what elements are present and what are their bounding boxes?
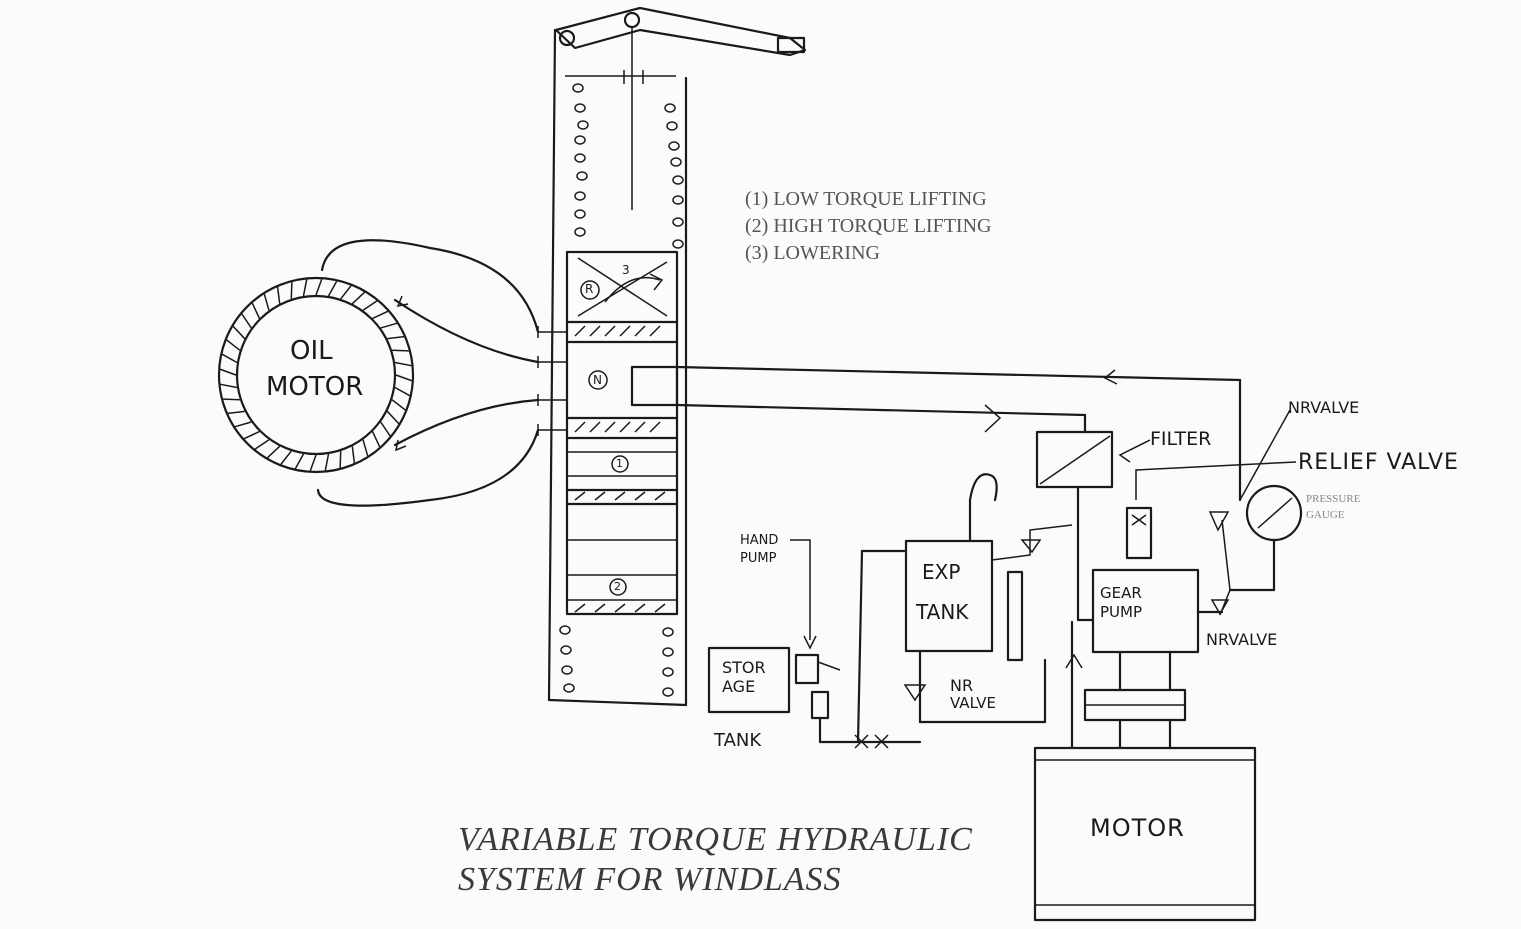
motor-tooth <box>351 446 356 464</box>
motor-pipes <box>316 239 566 507</box>
gear-pump-label-2: PUMP <box>1100 603 1143 621</box>
valve-position-3: 3 <box>622 263 630 277</box>
motor-tooth <box>371 431 381 448</box>
motor-tooth <box>392 349 409 352</box>
valve-column <box>547 28 688 707</box>
motor-tooth <box>266 445 281 459</box>
nr-valve-bottom-label-1: NR <box>950 676 974 695</box>
filter-unit <box>1035 430 1151 622</box>
hand-pump-label-1: HAND <box>740 533 779 548</box>
motor-tooth <box>227 410 245 415</box>
motor-tooth <box>223 398 240 401</box>
storage-label-2: AGE <box>722 677 756 696</box>
oil-motor-label-2: MOTOR <box>266 372 364 402</box>
relief-valve-unit <box>1125 409 1303 616</box>
motor-tooth <box>294 453 305 470</box>
exp-tank-label-2: TANK <box>916 600 969 624</box>
motor-tooth <box>221 353 238 364</box>
motor-tooth <box>280 450 292 465</box>
oil-motor-label-1: OIL <box>290 336 333 366</box>
motor-tooth <box>290 282 293 299</box>
pressure-gauge-label-1: PRESSURE <box>1306 493 1361 505</box>
motor-tooth <box>351 291 366 305</box>
motor-tooth <box>380 322 398 329</box>
operation-legend: (1) LOW TORQUE LIFTING (2) HIGH TORQUE L… <box>745 186 991 267</box>
storage-label-1: STOR <box>722 658 766 677</box>
title-line-1: VARIABLE TORQUE HYDRAULIC <box>458 821 973 858</box>
motor-tooth <box>315 278 323 296</box>
motor-tooth <box>387 335 405 340</box>
valve-position-2: 2 <box>614 580 621 593</box>
pressure-gauge-label-2: GAUGE <box>1306 509 1345 521</box>
motor-tooth <box>220 383 238 389</box>
motor-tooth <box>362 439 369 457</box>
motor-tooth <box>327 280 338 297</box>
motor-tooth <box>302 279 308 297</box>
title-line-2: SYSTEM FOR WINDLASS <box>458 861 842 898</box>
motor-tooth <box>309 454 317 472</box>
filter-label: FILTER <box>1150 428 1212 450</box>
exp-tank-label-1: EXP <box>922 560 961 584</box>
motor-tooth <box>254 439 270 450</box>
diagram-title: VARIABLE TORQUE HYDRAULIC SYSTEM FOR WIN… <box>458 820 973 900</box>
motor-tooth <box>251 302 261 319</box>
motor-tooth <box>243 430 260 440</box>
motor-tooth <box>276 286 281 304</box>
motor-tooth <box>241 313 252 329</box>
nr-valve-bottom-label-2: VALVE <box>950 694 997 712</box>
expansion-tank <box>856 473 1083 750</box>
motor-tooth <box>391 399 406 411</box>
valve-position-1: 1 <box>616 457 623 470</box>
hand-pump-label-2: PUMP <box>740 551 777 566</box>
motor-tooth <box>219 368 237 376</box>
motor-tooth <box>380 421 391 437</box>
motor-tooth <box>372 310 389 320</box>
oil-motor <box>217 276 415 474</box>
legend-item-high-torque: (2) HIGH TORQUE LIFTING <box>745 215 992 237</box>
motor-tooth <box>340 285 352 300</box>
motor-label: MOTOR <box>1090 814 1185 842</box>
motor-tooth <box>394 386 411 397</box>
control-lever <box>554 6 807 210</box>
motor-tooth <box>234 421 252 428</box>
motor-tooth <box>386 410 400 425</box>
valve-position-n: N <box>593 373 602 387</box>
nr-valve-right-label: NRVALVE <box>1206 630 1278 649</box>
main-pipes <box>675 365 1242 502</box>
motor-tooth <box>324 453 330 471</box>
valve-position-r: R <box>585 282 594 296</box>
motor-tooth <box>339 451 342 468</box>
motor-tooth <box>394 361 412 367</box>
legend-item-lowering: (3) LOWERING <box>745 242 880 264</box>
motor-tooth <box>232 325 246 340</box>
spool-valve <box>565 250 679 616</box>
nr-valve-top-label: NRVALVE <box>1288 398 1360 417</box>
tank-label: TANK <box>714 730 762 751</box>
legend-item-low-torque: (1) LOW TORQUE LIFTING <box>745 188 987 210</box>
motor-tooth <box>362 300 378 311</box>
storage-tank-unit <box>707 539 922 749</box>
motor-tooth <box>395 374 413 382</box>
gear-pump-unit <box>1033 568 1257 922</box>
gear-pump-label-1: GEAR <box>1100 584 1142 602</box>
motor-tooth <box>226 339 241 351</box>
motor-tooth <box>263 293 270 311</box>
relief-valve-label: RELIEF VALVE <box>1298 450 1459 475</box>
